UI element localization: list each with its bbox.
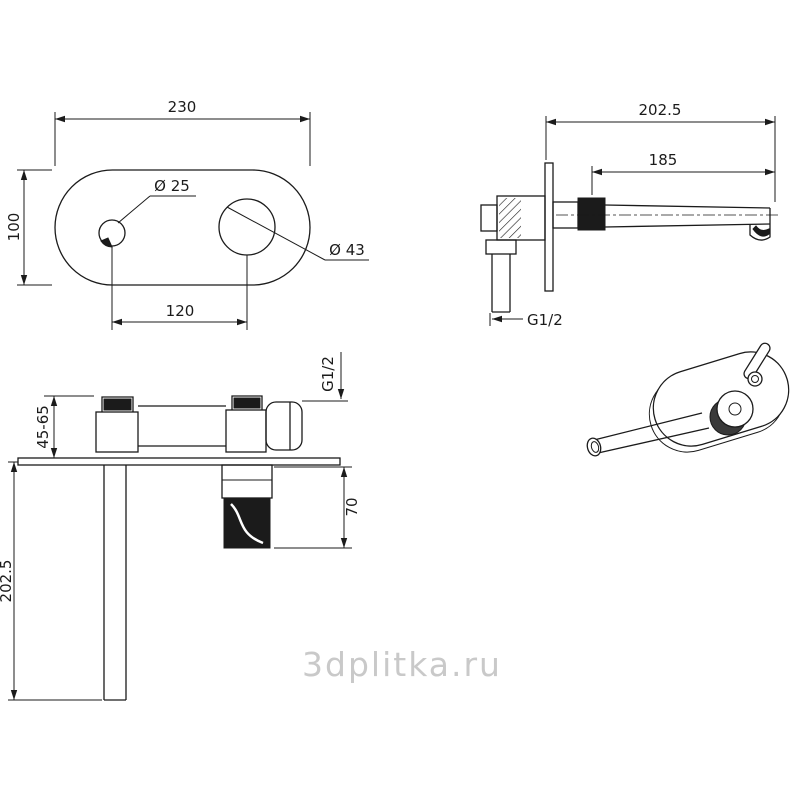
lever-base-inner: [751, 375, 759, 383]
dim-thread-install-label: G1/2: [319, 356, 337, 392]
dim-supply-length: 202.5: [0, 461, 102, 701]
dim-height-label: 100: [5, 213, 23, 242]
dim-hole-small-label: Ø 25: [154, 177, 190, 195]
valve-rear-block: [480, 204, 498, 232]
spout-3d-opening: [590, 441, 600, 453]
dim-depth-total: 202.5: [545, 101, 776, 202]
handle-cap-dark: [103, 398, 132, 411]
side-view: 202.5 185 G1/2: [480, 101, 778, 329]
lever-base: [747, 371, 763, 387]
spout-thread-block: [577, 197, 606, 231]
cartridge-cap-dark: [233, 397, 261, 409]
spout-3d-tip: [586, 437, 602, 457]
perspective-view: [586, 342, 790, 457]
cartridge-cap-outline: [231, 395, 263, 410]
dim-thread-side-label: G1/2: [527, 311, 563, 329]
dim-mount-depth: 45-65: [34, 395, 94, 459]
cartridge-body: [225, 409, 267, 453]
front-view: Ø 25 Ø 43 230 100 120: [5, 98, 369, 330]
dim-spout-length: 185: [591, 151, 775, 195]
install-view: G1/2 45-65 202.5 70: [0, 352, 361, 701]
valve-box-cable: [230, 503, 264, 545]
dim-height: 100: [5, 169, 52, 286]
dim-hole-large-label: Ø 43: [329, 241, 365, 259]
spout-bottom: [604, 223, 771, 228]
wall-plate-side: [544, 162, 554, 292]
dim-width: 230: [54, 98, 311, 166]
watermark: 3dplitka.ru: [302, 645, 502, 684]
dim-box-height-label: 70: [343, 497, 361, 516]
leader-line: [226, 206, 326, 261]
dim-box-height: 70: [274, 466, 361, 549]
dim-mount-depth-label: 45-65: [34, 405, 52, 449]
wall-plate-edge: [17, 457, 341, 466]
knob-3d-cap: [728, 402, 742, 416]
dim-thread-side: G1/2: [489, 311, 563, 329]
handle-body: [95, 411, 139, 453]
handle-hole-detail: [100, 237, 113, 248]
spout-3d-bottom: [597, 427, 710, 454]
dim-hole-spacing: 120: [111, 246, 248, 330]
aerator-outline: [749, 224, 771, 241]
knob-3d-face: [716, 390, 754, 428]
spout-3d-top: [593, 412, 703, 441]
dim-width-label: 230: [168, 98, 197, 116]
dim-hole-spacing-label: 120: [166, 302, 195, 320]
valve-box-upper: [221, 464, 273, 499]
aerator-dark: [752, 225, 770, 237]
outlet-flange: [485, 239, 517, 255]
dim-thread-install: G1/2: [302, 352, 348, 402]
handle-cap-outline: [101, 396, 134, 412]
valve-body-hatch: [499, 198, 521, 238]
leader-hole-large: Ø 43: [226, 206, 369, 261]
dim-spout-length-label: 185: [649, 151, 678, 169]
spout-top: [604, 204, 771, 209]
wall-plate-outline: [54, 169, 311, 286]
leader-hole-small: Ø 25: [117, 177, 196, 224]
spout-outlet: [265, 401, 303, 451]
dim-depth-total-label: 202.5: [639, 101, 682, 119]
dim-supply-length-label: 202.5: [0, 560, 15, 603]
leader-line: [117, 195, 151, 224]
lever-3d: [743, 342, 771, 380]
